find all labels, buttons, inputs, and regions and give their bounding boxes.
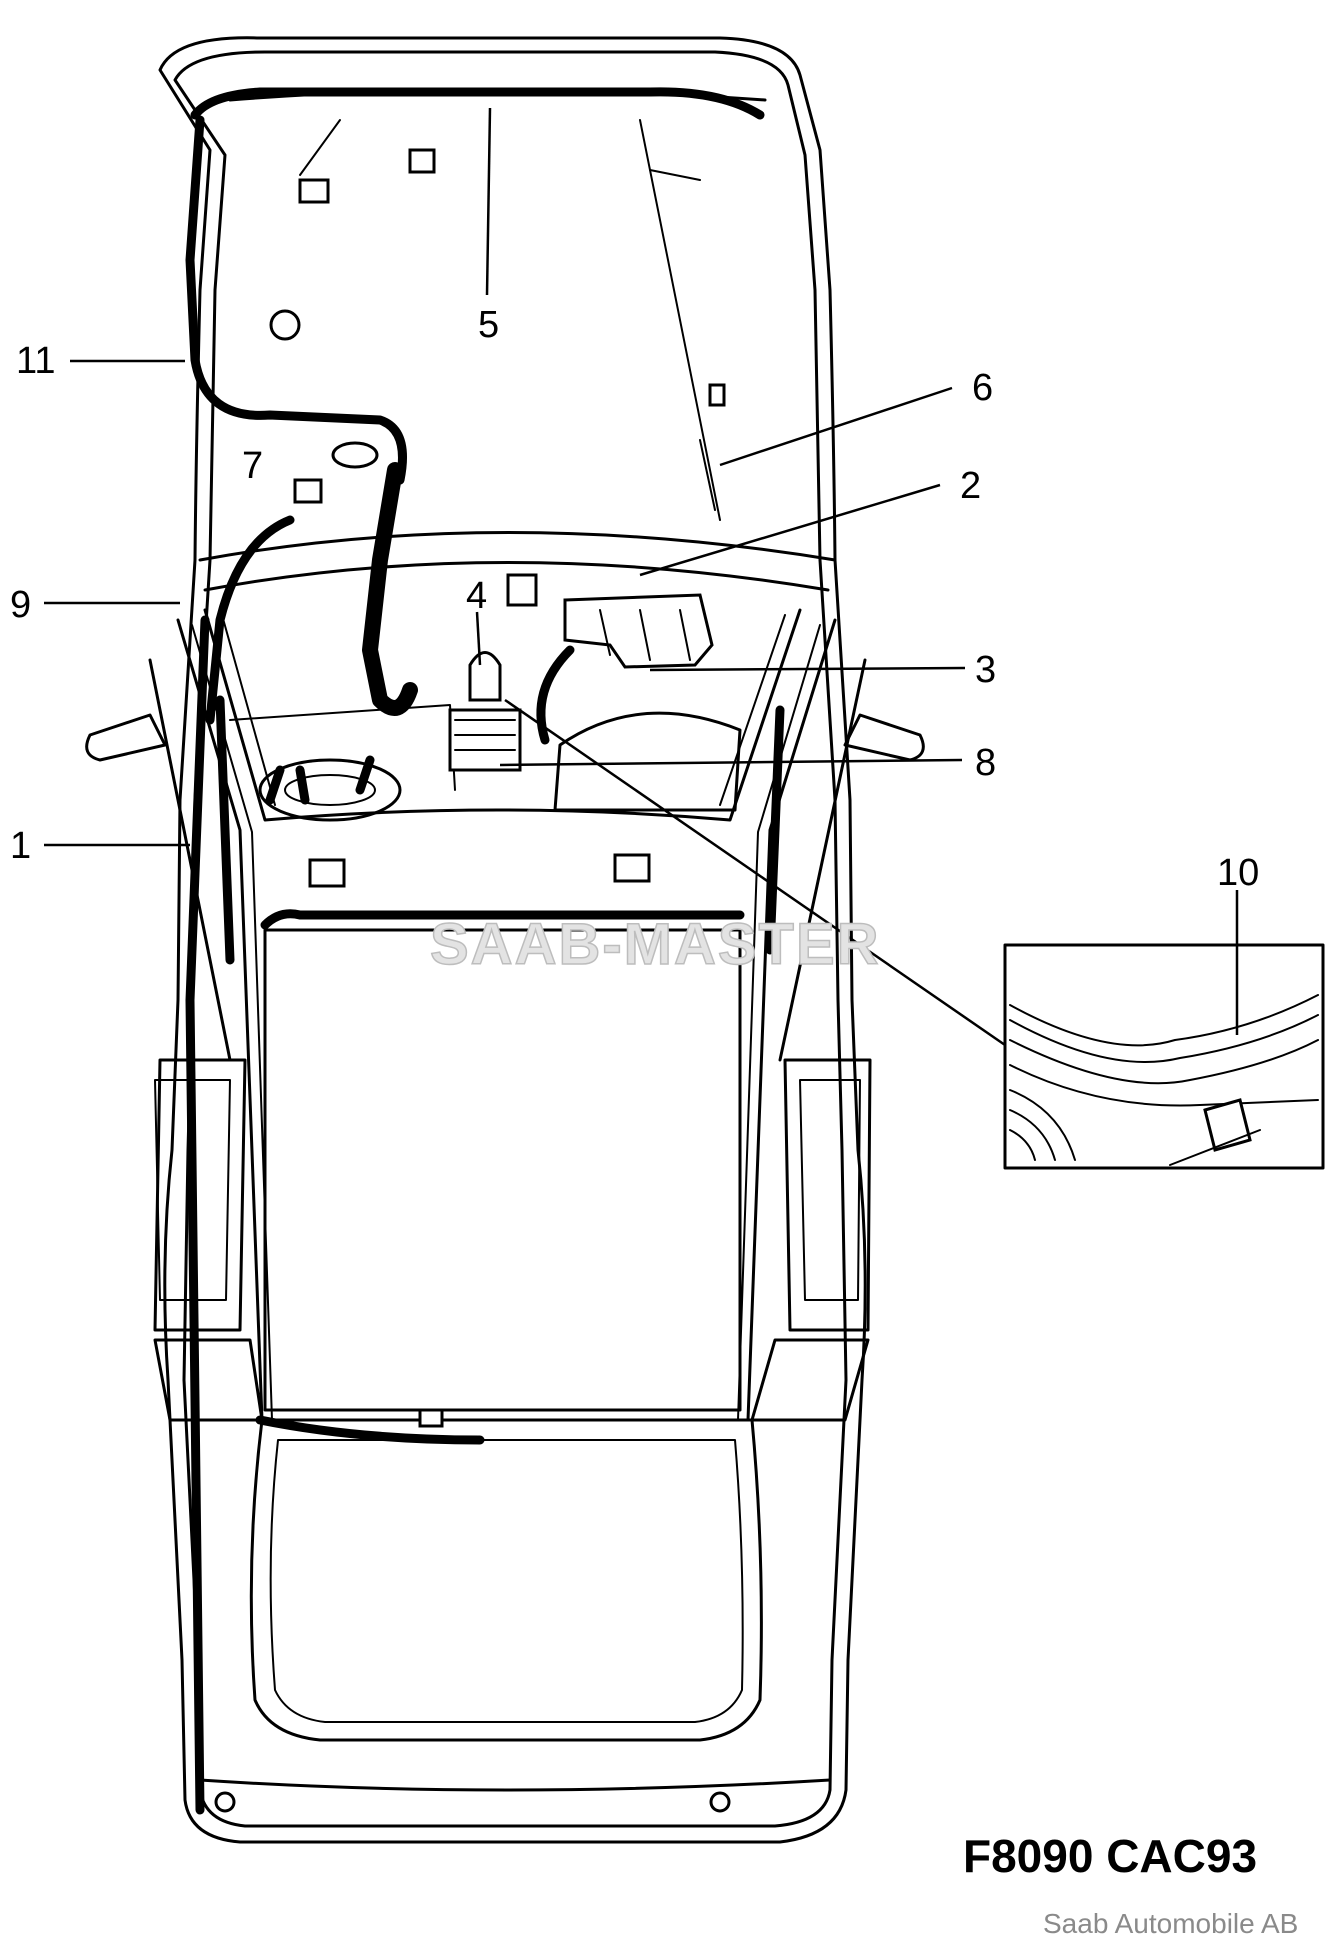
callout-3: 3 [975,649,996,691]
components [214,148,731,1813]
relay-box [506,573,538,607]
connector-4 [468,651,502,702]
callout-10: 10 [1217,852,1259,894]
callout-9: 9 [10,584,31,626]
rear-connector [214,1791,236,1813]
leader-line-3 [649,666,966,672]
detail-inset [1003,943,1325,1170]
engine-connector [408,148,436,174]
rear-connector [709,1791,731,1813]
dash-connector [613,853,651,883]
leader-lines [44,107,1239,1047]
wiring-harness [185,87,785,1815]
callout-7: 7 [242,445,263,487]
fuse-box [563,593,714,669]
copyright-credit: Saab Automobile AB [1043,1908,1298,1939]
callout-1: 1 [10,825,31,867]
leader-line-8 [499,758,963,767]
callout-11: 11 [16,340,55,382]
leader-line-4 [475,611,482,666]
grommet [331,441,379,469]
callout-labels: 1 2 3 4 5 6 7 8 9 10 11 [10,304,1259,894]
callout-5: 5 [478,304,499,346]
dash-connector [308,858,346,888]
callout-8: 8 [975,742,996,784]
interior-light-connector [418,1408,444,1428]
connector-7 [293,478,323,504]
leader-line-2 [639,483,941,577]
connector-6 [708,383,726,407]
leader-line-5 [485,107,492,296]
callout-4: 4 [466,575,487,617]
leader-line-6 [719,386,953,467]
callout-2: 2 [960,465,981,507]
leader-line-detail [504,698,1006,1047]
relay-connector [269,309,301,341]
callout-6: 6 [972,367,993,409]
watermark: SAAB-MASTER [430,912,881,977]
figure-code: F8090 CAC93 [963,1830,1257,1882]
engine-connector [298,178,330,204]
